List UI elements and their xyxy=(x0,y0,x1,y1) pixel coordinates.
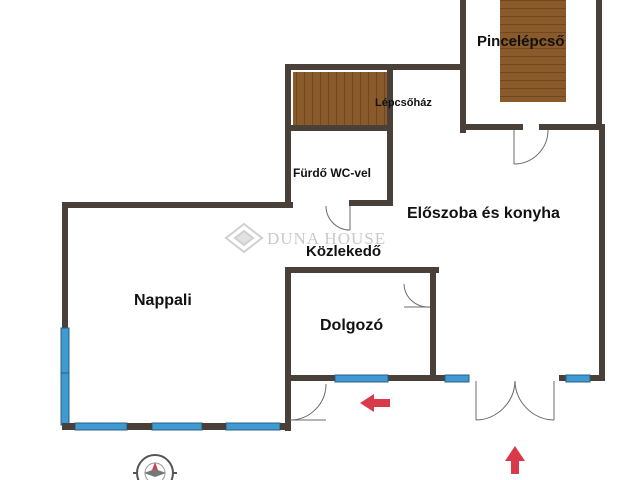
window-dolgozo xyxy=(334,374,389,383)
window-bottom-3 xyxy=(225,422,281,431)
window-entry-right xyxy=(565,374,591,383)
room-label-lepcsohaz: Lépcsőház xyxy=(375,97,432,109)
stairs-lepcsohaz xyxy=(293,72,389,126)
room-label-nappali: Nappali xyxy=(134,292,192,309)
room-label-pincelepcso: Pincelépcső xyxy=(477,33,565,50)
room-label-furdo: Fürdő WC-vel xyxy=(293,166,371,180)
watermark-text: DUNA HOUSE xyxy=(267,229,387,248)
stairs-pincelepcso xyxy=(500,0,566,102)
window-bottom-2 xyxy=(151,422,203,431)
watermark-logo-icon xyxy=(224,222,264,254)
walls xyxy=(62,0,605,431)
window-left-2 xyxy=(60,372,70,426)
room-label-eloszoba: Előszoba és konyha xyxy=(407,205,560,222)
window-left-1 xyxy=(60,327,70,374)
entrance-arrow-icon xyxy=(360,394,525,474)
window-entry-left xyxy=(444,374,470,383)
compass-icon xyxy=(133,454,177,480)
window-bottom-1 xyxy=(74,422,128,431)
room-label-kozlekedo: Közlekedő xyxy=(306,243,382,260)
doors xyxy=(289,129,555,421)
room-label-dolgozo: Dolgozó xyxy=(320,317,384,334)
